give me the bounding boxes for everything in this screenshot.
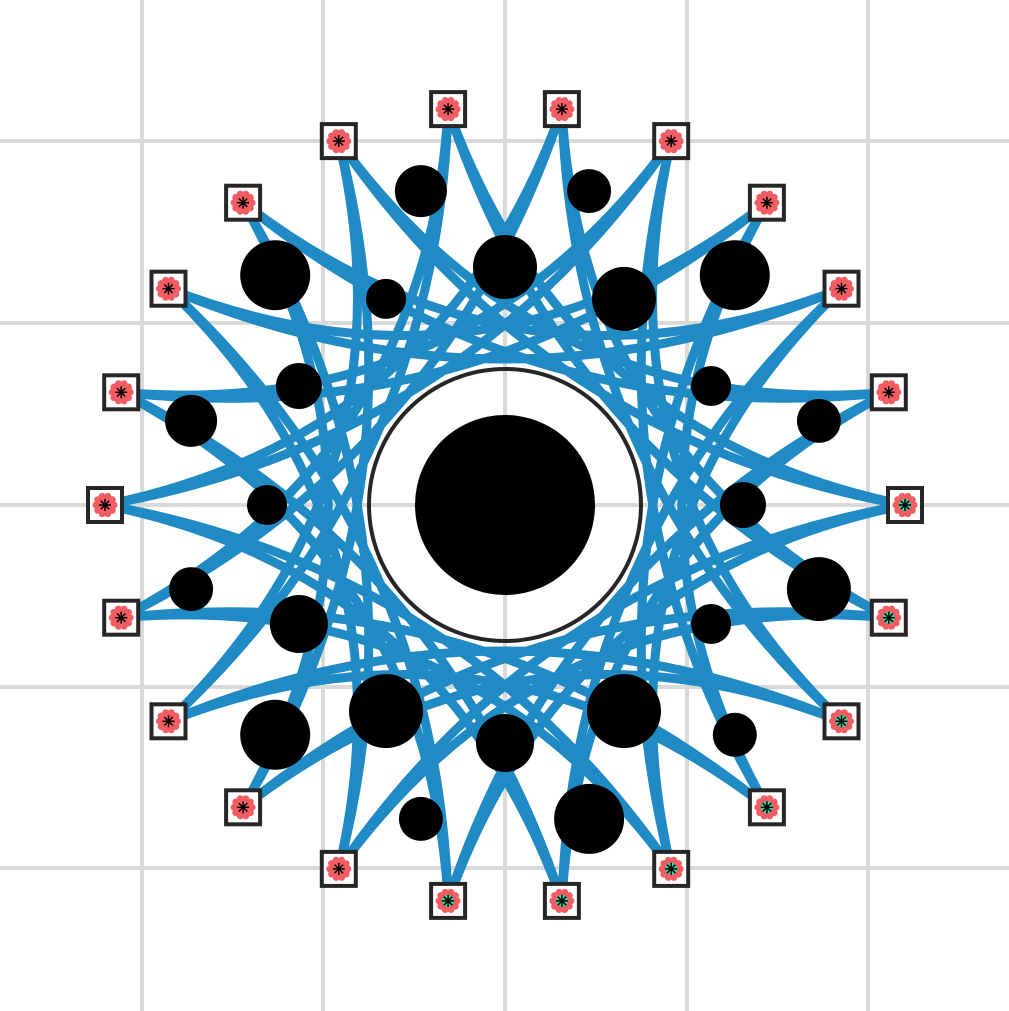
- obstacle-dot: [567, 169, 612, 214]
- obstacle-dot: [691, 604, 732, 644]
- burst-marker-icon: [230, 190, 256, 215]
- anchor-node[interactable]: [319, 849, 358, 888]
- obstacle-dot: [691, 366, 732, 406]
- burst-marker-icon: [92, 492, 118, 518]
- burst-marker-icon: [876, 605, 902, 630]
- obstacle-dot: [699, 240, 770, 311]
- obstacle-dots: [165, 165, 851, 854]
- anchor-node[interactable]: [429, 90, 468, 129]
- obstacle-dot: [275, 363, 322, 409]
- anchor-node[interactable]: [224, 788, 263, 827]
- anchor-node[interactable]: [542, 90, 581, 129]
- anchor-node[interactable]: [102, 598, 141, 637]
- obstacle-dot: [269, 595, 328, 653]
- burst-marker-icon: [658, 856, 684, 881]
- obstacle-dot: [473, 235, 537, 299]
- burst-marker-icon: [754, 190, 780, 215]
- burst-marker-icon: [754, 795, 780, 820]
- center-hub: [415, 415, 595, 595]
- burst-marker-icon: [435, 888, 461, 913]
- anchor-node[interactable]: [886, 486, 924, 524]
- obstacle-dot: [720, 482, 766, 528]
- burst-marker-icon: [658, 129, 684, 154]
- anchor-node[interactable]: [149, 702, 188, 741]
- burst-marker-icon: [326, 129, 352, 154]
- obstacle-dot: [786, 557, 851, 622]
- anchor-node[interactable]: [869, 598, 908, 637]
- anchor-node[interactable]: [822, 269, 861, 308]
- anchor-node[interactable]: [102, 373, 141, 412]
- obstacle-dot: [169, 567, 214, 612]
- burst-marker-icon: [876, 380, 902, 405]
- obstacle-dot: [394, 165, 447, 218]
- burst-marker-icon: [829, 276, 854, 301]
- burst-marker-icon: [108, 605, 134, 630]
- anchor-node[interactable]: [224, 183, 263, 222]
- obstacle-dot: [592, 266, 656, 331]
- burst-marker-icon: [156, 276, 181, 301]
- obstacle-dot: [366, 278, 406, 319]
- burst-marker-icon: [326, 856, 352, 881]
- burst-marker-icon: [156, 709, 181, 734]
- burst-marker-icon: [892, 492, 918, 518]
- obstacle-dot: [165, 394, 218, 447]
- burst-marker-icon: [230, 795, 256, 820]
- anchor-node[interactable]: [747, 788, 786, 827]
- obstacle-dot: [349, 674, 423, 749]
- anchor-node[interactable]: [319, 122, 358, 161]
- obstacle-dot: [247, 485, 287, 525]
- obstacle-dot: [712, 712, 757, 757]
- anchor-node[interactable]: [149, 269, 188, 308]
- anchor-node[interactable]: [822, 702, 861, 741]
- anchor-node[interactable]: [429, 881, 468, 920]
- anchor-nodes: [86, 90, 924, 920]
- burst-marker-icon: [435, 97, 461, 122]
- anchor-node[interactable]: [86, 486, 124, 524]
- obstacle-dot: [240, 699, 311, 770]
- track-curve: [443, 387, 894, 906]
- obstacle-dot: [796, 398, 841, 443]
- anchor-node[interactable]: [652, 122, 691, 161]
- center-ring: [367, 367, 643, 643]
- obstacle-dot: [398, 796, 443, 841]
- obstacle-dot: [554, 783, 625, 854]
- burst-marker-icon: [108, 380, 134, 405]
- anchor-node[interactable]: [869, 373, 908, 412]
- anchor-node[interactable]: [652, 849, 691, 888]
- burst-marker-icon: [549, 888, 575, 913]
- obstacle-dot: [476, 714, 534, 772]
- anchor-node[interactable]: [542, 881, 581, 920]
- obstacle-dot: [587, 674, 661, 749]
- anchor-node[interactable]: [747, 183, 786, 222]
- burst-marker-icon: [549, 97, 575, 122]
- burst-marker-icon: [829, 709, 854, 734]
- obstacle-dot: [240, 240, 311, 311]
